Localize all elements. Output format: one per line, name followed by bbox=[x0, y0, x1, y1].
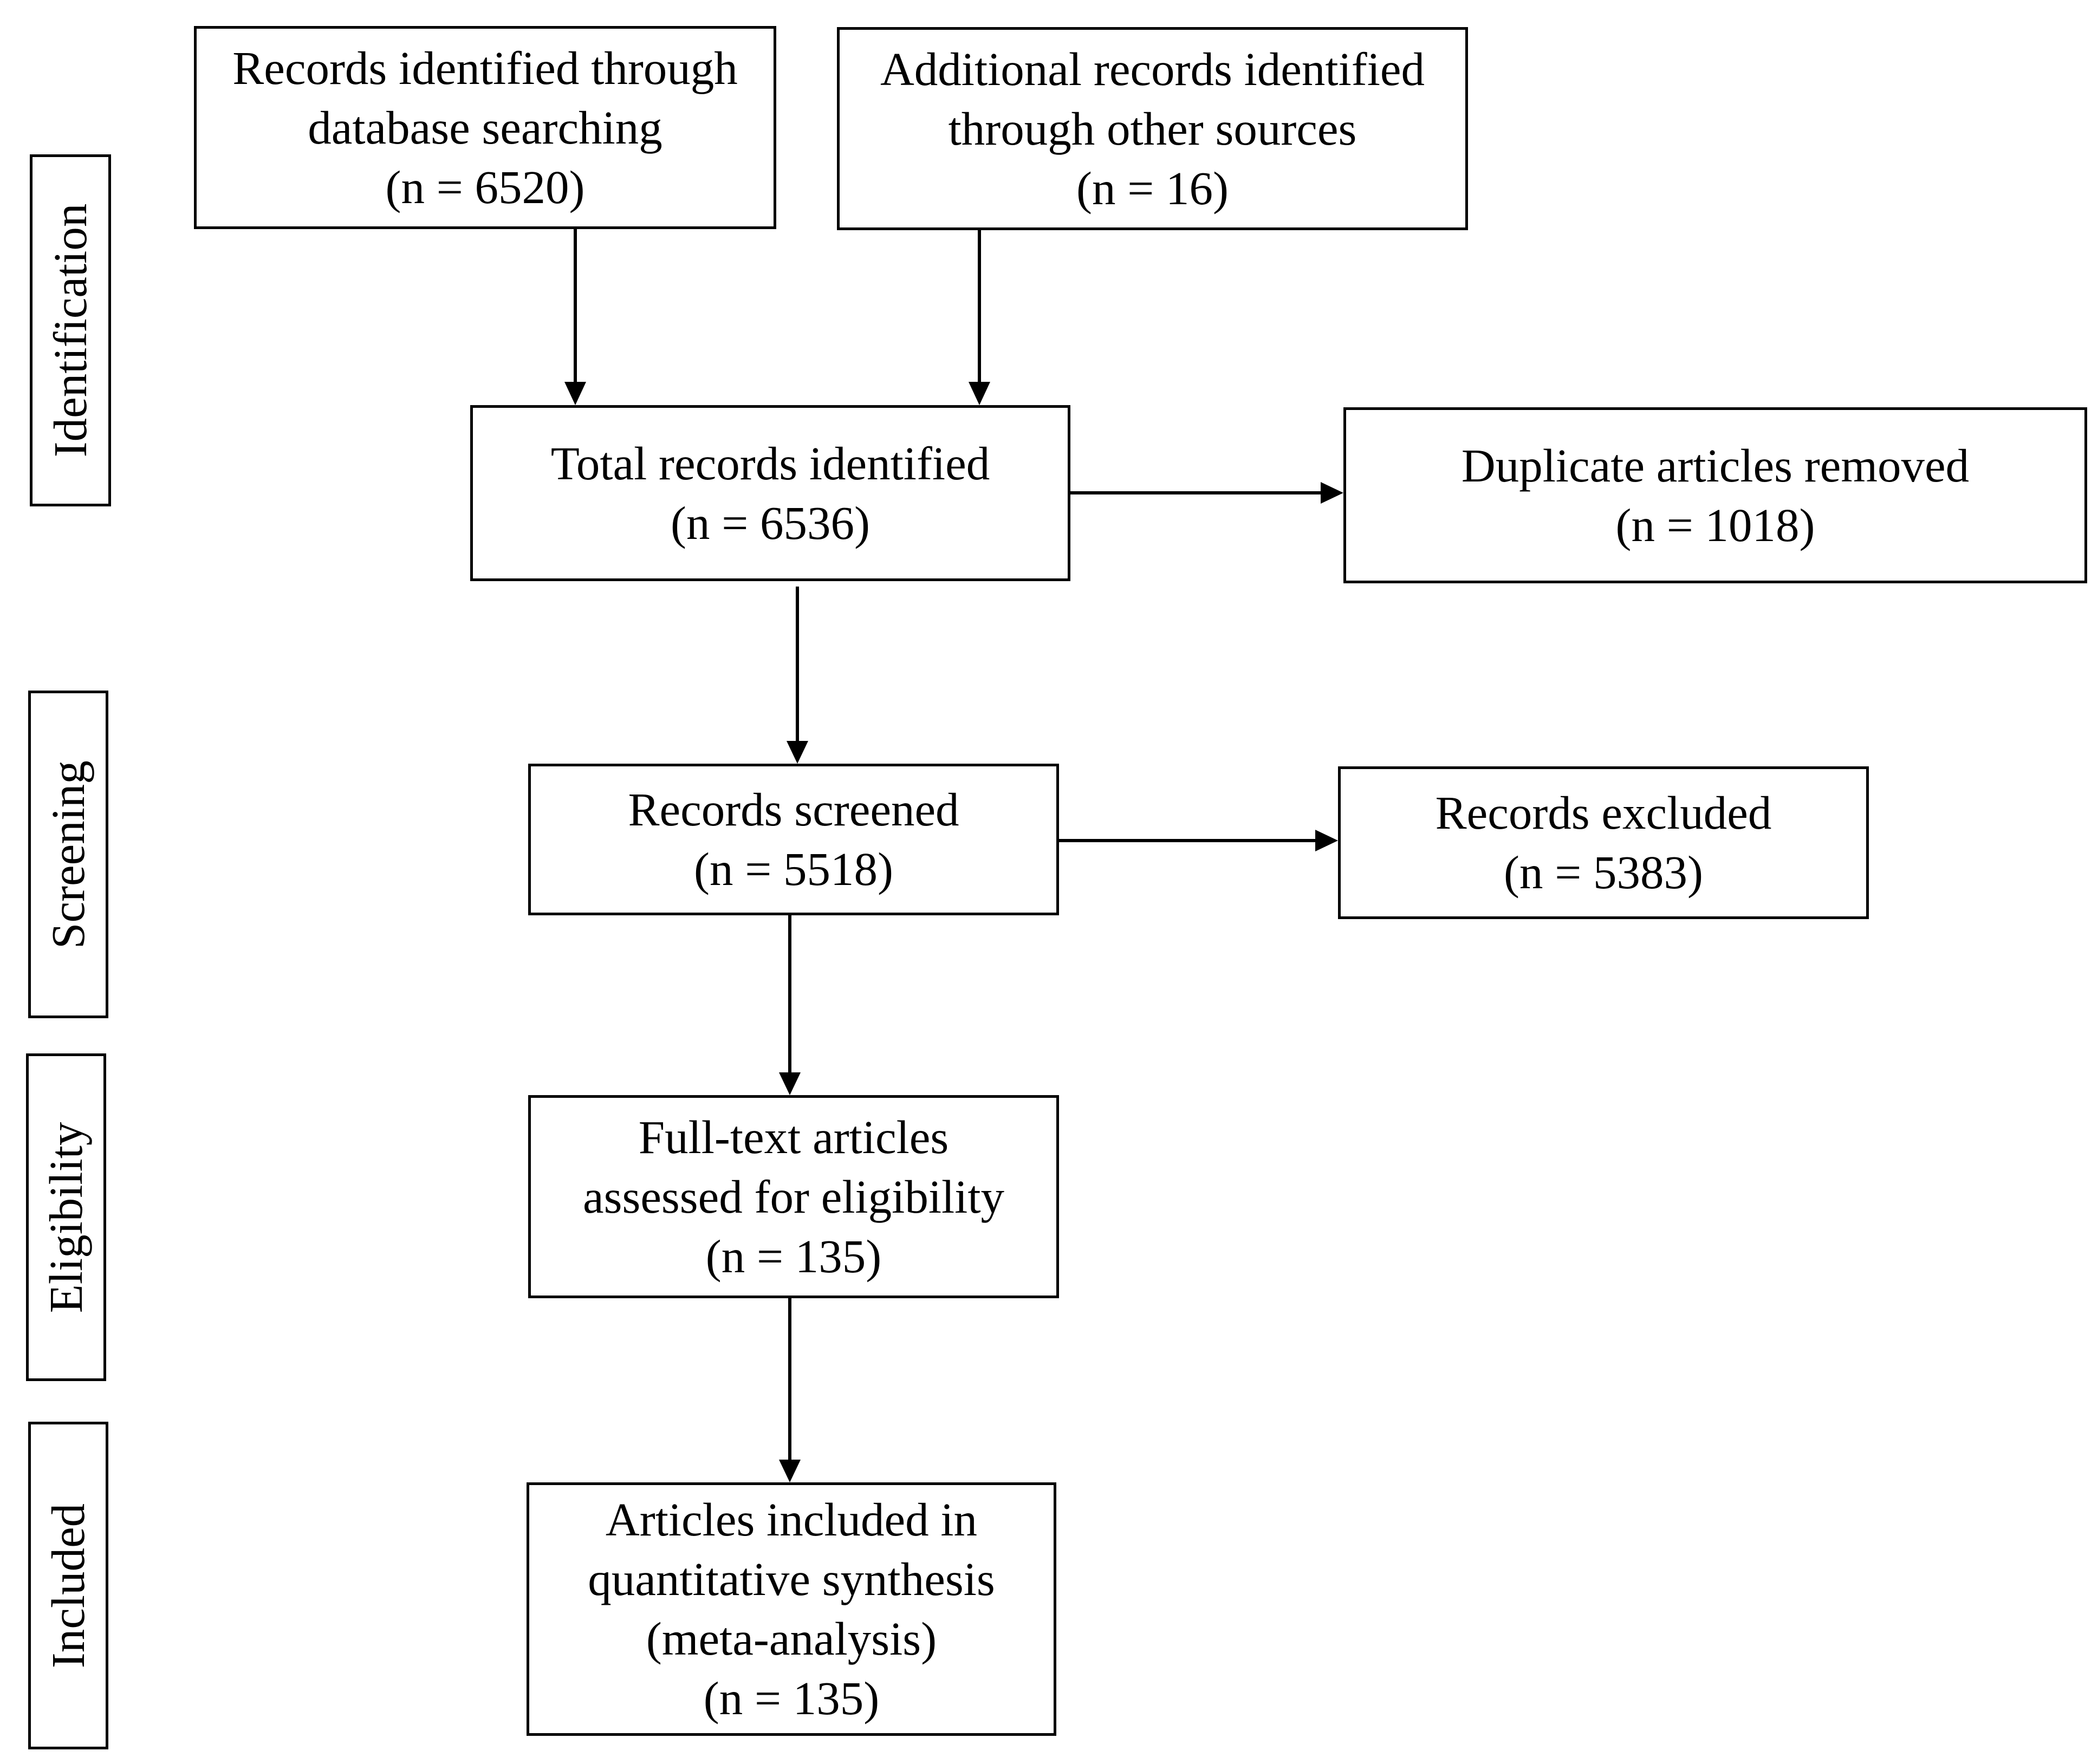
arrowhead-total-to-duplicates bbox=[1321, 482, 1343, 504]
arrowhead-database-to-total bbox=[564, 382, 586, 405]
database-search-line-2: database searching bbox=[308, 101, 662, 154]
arrowhead-screened-to-fulltext bbox=[779, 1072, 801, 1095]
database-search-box: Records identified through database sear… bbox=[194, 26, 776, 229]
database-search-line-1: Records identified through bbox=[232, 41, 738, 94]
arrowhead-screened-to-excluded bbox=[1315, 830, 1338, 851]
total-identified-line-1: Total records identified bbox=[550, 437, 990, 490]
total-identified-count: (n = 6536) bbox=[670, 496, 870, 549]
excluded-count: (n = 5383) bbox=[1503, 846, 1703, 899]
database-search-count: (n = 6520) bbox=[385, 160, 585, 213]
stage-included: Included bbox=[28, 1422, 108, 1749]
screened-count: (n = 5518) bbox=[693, 843, 893, 895]
duplicates-removed-box: Duplicate articles removed (n = 1018) bbox=[1343, 407, 2087, 583]
stage-screening: Screening bbox=[28, 691, 108, 1018]
total-identified-box: Total records identified (n = 6536) bbox=[470, 405, 1070, 581]
stage-identification: Identification bbox=[30, 154, 111, 506]
full-text-line-1: Full-text articles bbox=[638, 1110, 949, 1163]
arrowhead-fulltext-to-included bbox=[779, 1460, 801, 1482]
full-text-count: (n = 135) bbox=[705, 1229, 882, 1283]
other-sources-line-2: through other sources bbox=[948, 102, 1357, 155]
other-sources-count: (n = 16) bbox=[1076, 161, 1229, 214]
excluded-box: Records excluded (n = 5383) bbox=[1338, 766, 1869, 919]
arrowhead-total-to-screened bbox=[787, 741, 808, 764]
included-line-1: Articles included in bbox=[605, 1493, 978, 1546]
duplicates-removed-line-1: Duplicate articles removed bbox=[1461, 439, 1970, 492]
other-sources-box: Additional records identified through ot… bbox=[837, 27, 1468, 230]
included-count: (n = 135) bbox=[703, 1672, 880, 1724]
included-box: Articles included in quantitative synthe… bbox=[527, 1482, 1056, 1736]
excluded-line-1: Records excluded bbox=[1435, 786, 1772, 839]
duplicates-removed-count: (n = 1018) bbox=[1615, 498, 1815, 551]
screened-line-1: Records screened bbox=[628, 783, 959, 836]
other-sources-line-1: Additional records identified bbox=[880, 42, 1425, 95]
included-line-2: quantitative synthesis bbox=[588, 1553, 995, 1605]
included-line-3: (meta-analysis) bbox=[646, 1612, 937, 1665]
full-text-box: Full-text articles assessed for eligibil… bbox=[528, 1095, 1059, 1298]
stage-eligibility: Eligibility bbox=[26, 1053, 106, 1381]
screened-box: Records screened (n = 5518) bbox=[528, 764, 1059, 915]
arrowhead-other-to-total bbox=[969, 382, 990, 405]
full-text-line-2: assessed for eligibility bbox=[582, 1170, 1005, 1223]
